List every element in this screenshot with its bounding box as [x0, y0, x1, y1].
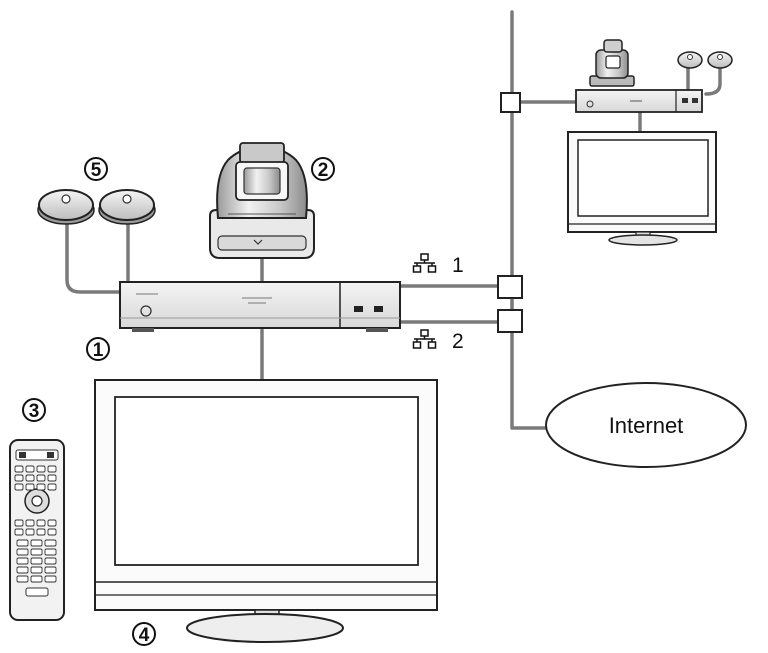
- remote-button: [30, 566, 43, 574]
- remote-button: [44, 566, 57, 574]
- remote-button: [36, 528, 46, 536]
- remote-button: [16, 557, 29, 565]
- display-monitor: [94, 379, 438, 643]
- network-hub-2: [497, 309, 523, 333]
- remote-button: [30, 548, 43, 556]
- remote-button: [25, 483, 35, 491]
- remote-control: [9, 439, 65, 621]
- remote-button: [47, 519, 57, 527]
- cables: [65, 10, 722, 430]
- remote-button: [36, 483, 46, 491]
- remote-button: [16, 575, 29, 583]
- remote-button: [47, 528, 57, 536]
- network-hub-top: [500, 92, 521, 113]
- port-2-number: 2: [452, 330, 464, 353]
- svg-text:5: 5: [91, 160, 102, 181]
- remote-button: [25, 474, 35, 482]
- remote-button: [14, 519, 24, 527]
- svg-text:2: 2: [318, 160, 329, 181]
- remote-button: [14, 483, 24, 491]
- microphone-right: [98, 189, 156, 225]
- internet-label: Internet: [609, 413, 684, 438]
- lan-port-1-label: 1: [412, 253, 464, 277]
- callout-microphones: 5: [84, 157, 108, 181]
- callout-codec: 1: [86, 337, 110, 361]
- remote-button: [44, 575, 57, 583]
- internet-cloud: Internet: [545, 382, 747, 468]
- remote-button: [16, 548, 29, 556]
- codec-unit: [119, 281, 401, 332]
- network-port-icon: [412, 253, 437, 273]
- remote-microphones: [677, 51, 733, 69]
- microphone-left: [37, 189, 95, 225]
- remote-button: [30, 539, 43, 547]
- mic-cable-left: [65, 220, 124, 294]
- remote-button: [47, 465, 57, 473]
- callout-display: 4: [132, 622, 156, 646]
- svg-text:4: 4: [139, 625, 150, 646]
- remote-button: [30, 557, 43, 565]
- port-1-number: 1: [452, 254, 464, 277]
- remote-button: [30, 575, 43, 583]
- remote-button: [25, 519, 35, 527]
- network-port-icon: [412, 329, 437, 349]
- callout-remote: 3: [22, 398, 46, 422]
- remote-camera: [589, 39, 635, 87]
- remote-button: [14, 474, 24, 482]
- remote-button: [44, 548, 57, 556]
- remote-button: [47, 474, 57, 482]
- remote-button: [44, 557, 57, 565]
- main-network-line: [510, 10, 550, 430]
- remote-button: [36, 465, 46, 473]
- network-hub-1: [497, 275, 523, 299]
- remote-button: [25, 528, 35, 536]
- remote-button: [14, 528, 24, 536]
- remote-button: [25, 465, 35, 473]
- main-camera: [209, 142, 315, 259]
- remote-codec-unit: [575, 89, 703, 113]
- lan-port-2-label: 2: [412, 329, 464, 353]
- remote-button: [14, 465, 24, 473]
- remote-button: [36, 474, 46, 482]
- remote-button: [36, 519, 46, 527]
- remote-button: [47, 483, 57, 491]
- remote-button: [16, 539, 29, 547]
- callout-camera: 2: [311, 157, 335, 181]
- svg-text:3: 3: [29, 401, 40, 422]
- remote-button: [16, 566, 29, 574]
- svg-text:1: 1: [93, 340, 104, 361]
- remote-display: [567, 131, 717, 246]
- remote-button: [44, 539, 57, 547]
- remote-mic-cable-right: [704, 66, 722, 96]
